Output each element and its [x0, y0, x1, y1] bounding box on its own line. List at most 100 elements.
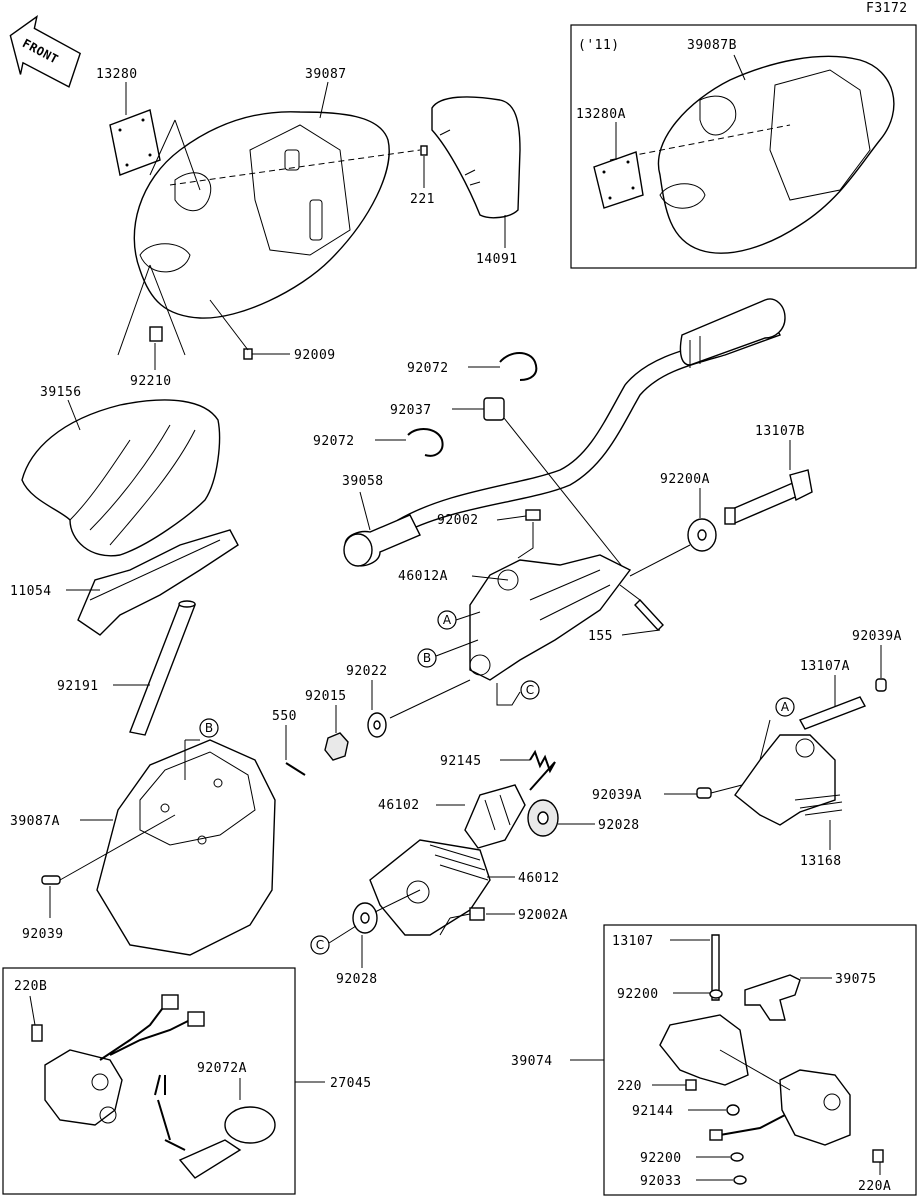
cover-39087A-drawing [96, 739, 276, 956]
washer-92022-drawing [367, 712, 387, 738]
screw-92039A-upper-drawing [875, 678, 887, 692]
label-39156: 39156 [40, 385, 82, 400]
label-92028-upper: 92028 [598, 818, 640, 833]
label-92072-lower: 92072 [313, 434, 355, 449]
label-39058: 39058 [342, 474, 384, 489]
band-92072-lower-drawing [407, 428, 444, 457]
label-39087A: 39087A [10, 814, 60, 829]
ref-B-housing: B [423, 651, 431, 665]
rod-39074-drawing [709, 1114, 786, 1141]
screw-220B-drawing [31, 1024, 43, 1042]
washer-92028-upper-drawing [527, 799, 559, 837]
plate-13280A-drawing [593, 151, 644, 209]
handlebar-39058-drawing [343, 298, 786, 567]
label-92200A: 92200A [660, 472, 710, 487]
bolt-92210-drawing [149, 326, 163, 342]
label-92028-lower: 92028 [336, 972, 378, 987]
bolt-92002-drawing [525, 509, 541, 521]
clip-92033-drawing [733, 1175, 747, 1185]
label-39075: 39075 [835, 972, 877, 987]
label-92191: 92191 [57, 679, 99, 694]
spring-92145-drawing [529, 749, 556, 791]
label-92200-lower: 92200 [640, 1151, 682, 1166]
label-92002A: 92002A [518, 908, 568, 923]
cover-39087B-drawing [609, 55, 895, 254]
cover-39156-drawing [21, 399, 221, 557]
label-220B: 220B [14, 979, 47, 994]
washer-92200A-drawing [687, 518, 717, 552]
switch-46102-drawing [464, 784, 526, 849]
label-92039A-lower: 92039A [592, 788, 642, 803]
washer-92028-lower-drawing [352, 902, 378, 934]
box-27045 [2, 967, 296, 1195]
label-92015: 92015 [305, 689, 347, 704]
label-46102: 46102 [378, 798, 420, 813]
label-14091: 14091 [476, 252, 518, 267]
label-92037: 92037 [390, 403, 432, 418]
label-39087: 39087 [305, 67, 347, 82]
ref-B-upper: B [205, 721, 213, 735]
label-220A: 220A [858, 1179, 891, 1194]
label-92200-upper: 92200 [617, 987, 659, 1002]
label-46012A: 46012A [398, 569, 448, 584]
label-92039A-upper: 92039A [852, 629, 902, 644]
washer-92200-lower-drawing [730, 1152, 744, 1162]
screw-92039-drawing [41, 875, 61, 885]
figure-code: F3172 [866, 1, 908, 16]
label-92022: 92022 [346, 664, 388, 679]
band-92072-upper-drawing [499, 352, 538, 381]
label-92145: 92145 [440, 754, 482, 769]
label-550: 550 [272, 709, 297, 724]
plate-13280-drawing [109, 109, 161, 176]
label-13280A: 13280A [576, 107, 626, 122]
label-92039: 92039 [22, 927, 64, 942]
pin-155-drawing [634, 598, 664, 632]
label-46012: 46012 [518, 871, 560, 886]
screw-220A-drawing [872, 1149, 884, 1163]
tube-92191-drawing [129, 600, 196, 736]
screw-92009-drawing [243, 348, 253, 360]
label-92009: 92009 [294, 348, 336, 363]
label-11054: 11054 [10, 584, 52, 599]
label-221: 221 [410, 192, 435, 207]
ref-C-housing: C [526, 683, 534, 697]
housing-39074-drawing [659, 1014, 851, 1146]
label-13107: 13107 [612, 934, 654, 949]
bolt-92002A-drawing [469, 907, 485, 921]
label-92033: 92033 [640, 1174, 682, 1189]
pad-14091-drawing [431, 96, 521, 219]
ref-A-bracket: A [781, 700, 790, 714]
cover-39075-drawing [744, 974, 801, 1021]
switch-27045-drawing [44, 994, 205, 1126]
label-92210: 92210 [130, 374, 172, 389]
label-92072-upper: 92072 [407, 361, 449, 376]
label-39074: 39074 [511, 1054, 553, 1069]
label-92002: 92002 [437, 513, 479, 528]
rod-13107A-drawing [798, 696, 867, 730]
body-46012-drawing [369, 839, 491, 936]
screw-220-drawing [685, 1079, 697, 1091]
ref-A-housing: A [443, 613, 452, 627]
pin-550-drawing [285, 762, 306, 776]
bracket-11054-drawing [77, 529, 239, 636]
label-13168: 13168 [800, 854, 842, 869]
label-13280: 13280 [96, 67, 138, 82]
screw-221-drawing [420, 145, 428, 156]
nut-92015-drawing [324, 732, 349, 761]
washer-92200-upper-drawing [709, 989, 723, 999]
clip-92037-drawing [483, 397, 505, 421]
spacer-92144-drawing [726, 1104, 740, 1116]
label-92072A: 92072A [197, 1061, 247, 1076]
front-arrow-icon: FRONT [9, 15, 82, 88]
bracket-13168-drawing [734, 734, 843, 826]
cover-39087-drawing [133, 111, 421, 319]
band-92072A-drawing [154, 1074, 276, 1179]
inset-box-2011 [570, 24, 917, 269]
label-92144: 92144 [632, 1104, 674, 1119]
housing-46012A-drawing [469, 554, 632, 681]
label-155: 155 [588, 629, 613, 644]
label-13107A: 13107A [800, 659, 850, 674]
bolt-13107B-drawing [724, 469, 813, 525]
label-13107B: 13107B [755, 424, 805, 439]
bolt-13107-drawing [711, 934, 720, 1001]
